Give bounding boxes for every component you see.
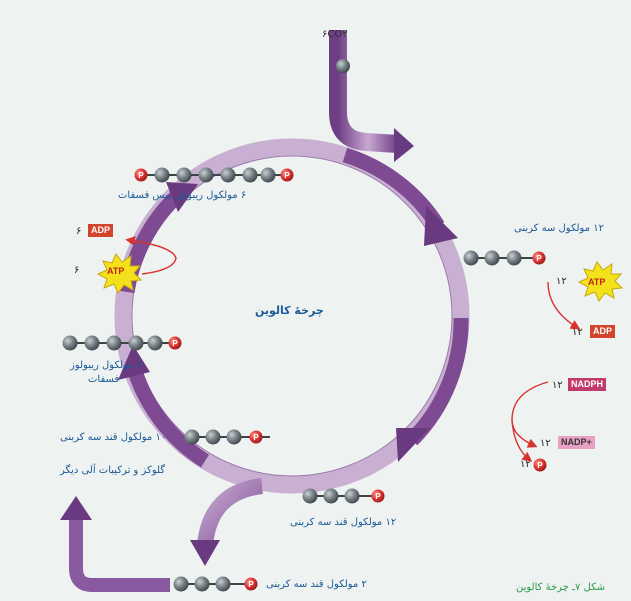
svg-text:P: P: [375, 492, 381, 501]
right-nadp-branch-arrow: [511, 419, 533, 462]
right-adp-box: ADP: [590, 325, 616, 338]
free-phosphate: [533, 458, 547, 472]
sugar-molecule-12: P: [302, 488, 385, 504]
right-atp-count: ۱۲: [556, 276, 567, 287]
right-adp-count: ۱۲: [572, 327, 583, 338]
atp-burst-left: [96, 253, 143, 294]
cycle-arrowhead-right: [396, 428, 430, 462]
right-nadph-count: ۱۲: [552, 380, 563, 391]
co2-label: ۶CO۲: [322, 29, 348, 40]
right-nadph-box: NADPH: [568, 378, 607, 391]
cycle-arrow-right: [406, 317, 469, 446]
center-title: چرخهٔ کالوین: [255, 304, 324, 317]
ribulose-phosphate-label-1: ۶ مولکول ریبولوز: [70, 360, 143, 371]
co2-input-arrow: [329, 30, 399, 153]
three-carbon-molecule-right: P: [463, 250, 546, 266]
sugar-molecule-2: P: [173, 576, 258, 592]
ribulose-phosphate-label-2: فسفات: [88, 374, 120, 385]
cycle-arrowhead-left-upper: [166, 182, 198, 212]
svg-text:P: P: [253, 433, 259, 442]
left-adp-count: ۶: [76, 226, 82, 237]
right-nadp-box: NADP+: [558, 436, 595, 449]
cycle-arrow-left-lower: [125, 362, 210, 468]
svg-text:P: P: [284, 171, 290, 180]
output-arrowhead: [190, 540, 220, 566]
left-atp-count: ۶: [74, 265, 80, 276]
co2-arrowhead: [394, 128, 414, 162]
sugar-10-label: ۱۰ مولکول قند سه کربنی: [60, 432, 167, 443]
free-phosphate-symbol: P: [537, 461, 543, 470]
cycle-ring: [114, 138, 470, 494]
sugar-12-label: ۱۲ مولکول قند سه کربنی: [290, 517, 397, 528]
cycle-arrowhead-left-lower: [118, 345, 150, 380]
cycle-ring-inner-edge: [131, 155, 453, 477]
sugar-molecule-10: P: [184, 429, 270, 445]
output-arrow-curve: [197, 478, 264, 547]
svg-text:P: P: [248, 580, 254, 589]
svg-text:P: P: [138, 171, 144, 180]
left-atp-label: ATP: [107, 266, 125, 276]
sugar-2-label: ۲ مولکول قند سه کربنی: [266, 579, 367, 590]
three-carbon-12-label: ۱۲ مولکول سه کربنی: [514, 223, 604, 234]
svg-text:P: P: [172, 339, 178, 348]
cycle-arrowhead-top: [424, 206, 458, 246]
right-atp-reaction-arrow: [547, 281, 581, 330]
co2-carbon-ball: [336, 59, 350, 73]
right-nadph-reaction-arrow: [511, 381, 549, 448]
ribulose-bisphosphate-molecule: P P: [134, 167, 294, 183]
ribulose-phosphate-molecule: P: [62, 335, 182, 351]
ribulose-bisphosphate-label: ۶ مولکول ریبولوز بیس فسفات: [118, 190, 247, 201]
right-atp-label: ATP: [588, 277, 606, 287]
glucose-arrow: [69, 515, 170, 592]
atp-burst-right: [577, 261, 624, 302]
glucose-arrowhead: [60, 496, 92, 520]
right-nadp-count: ۱۲: [540, 438, 551, 449]
svg-text:P: P: [536, 254, 542, 263]
glucose-products-label: گلوکز و ترکیبات آلی دیگر: [60, 465, 166, 476]
left-reaction-arrow: [125, 236, 177, 275]
right-p-count: ۱۲: [520, 459, 531, 470]
figure-caption: شکل ۷ـ چرخهٔ کالوین: [516, 582, 605, 593]
left-adp-box: ADP: [88, 224, 114, 237]
